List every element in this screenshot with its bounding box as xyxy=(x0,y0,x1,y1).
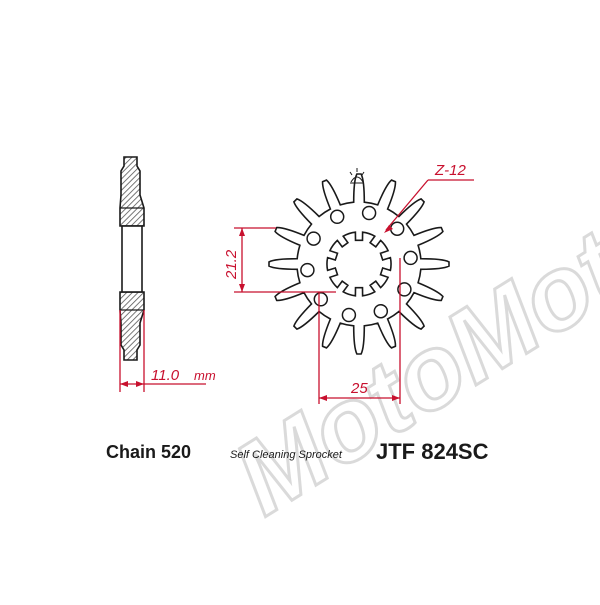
side-view xyxy=(119,156,145,361)
tooth-count-label: Z-12 xyxy=(434,162,467,179)
lightening-hole xyxy=(300,262,315,278)
thickness-value: 11.0 xyxy=(151,367,180,384)
part-number-label: JTF 824SC xyxy=(376,439,489,464)
front-view xyxy=(268,168,450,355)
lightening-hole xyxy=(306,231,321,246)
lightening-holes xyxy=(300,205,418,323)
lightening-hole xyxy=(397,282,412,297)
lightening-hole xyxy=(373,303,389,319)
thickness-unit: mm xyxy=(194,368,216,383)
lightening-hole xyxy=(341,307,357,323)
spline-bore xyxy=(326,231,392,297)
sprocket-type-label: Self Cleaning Sprocket xyxy=(230,449,343,461)
lightening-hole xyxy=(361,205,377,221)
thickness-dimension: 11.0 mm xyxy=(119,310,216,392)
spline-value: 25 xyxy=(350,380,368,397)
lightening-hole xyxy=(403,250,418,266)
tooth-count-label-group: Z-12 xyxy=(384,162,474,233)
brand-mark-icon xyxy=(349,168,365,184)
lightening-hole xyxy=(329,209,345,225)
lightening-hole xyxy=(313,292,329,307)
spline-dimension: 25 xyxy=(318,258,401,404)
chain-size-label: Chain 520 xyxy=(106,442,191,462)
bolt-circle-value: 21.2 xyxy=(223,249,240,280)
